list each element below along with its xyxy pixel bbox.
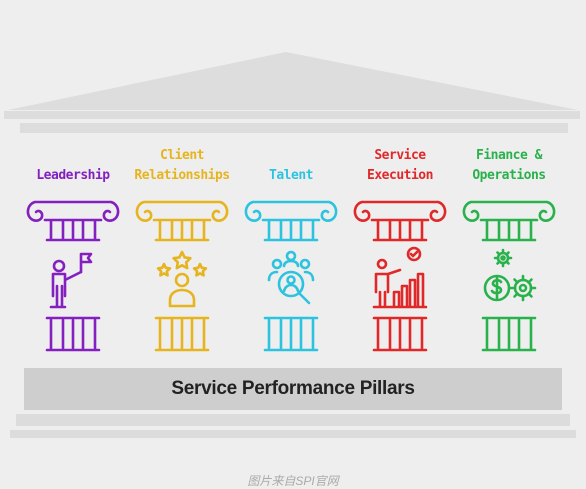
pillar-title-line-2: Operations xyxy=(472,168,546,183)
pillar-art xyxy=(26,200,120,352)
roof-pediment xyxy=(8,52,578,110)
growth-chart-icon xyxy=(372,246,428,309)
pillar-title-line-2: Execution xyxy=(367,168,433,183)
pillar-title-line-1: Service xyxy=(374,148,426,163)
pillar-title: Talent xyxy=(235,140,347,186)
pillar-title-line-1: Finance & xyxy=(476,148,542,163)
pillar-art xyxy=(462,200,556,352)
pillar-title-line-2: Relationships xyxy=(134,168,230,183)
people-search-icon xyxy=(267,250,315,305)
roof-cornice xyxy=(4,111,580,119)
foundation-banner: Service Performance Pillars xyxy=(24,368,562,410)
pillar-title: Service Execution xyxy=(344,140,456,186)
column-base xyxy=(45,316,101,352)
pillar-art xyxy=(135,200,229,352)
person-with-flag-icon xyxy=(49,252,93,309)
column-capital xyxy=(353,200,447,242)
pillar-title-line-2: Talent xyxy=(269,168,313,183)
pillar-title: Client Relationships xyxy=(126,140,238,186)
column-base xyxy=(372,316,428,352)
column-base xyxy=(481,316,537,352)
person-with-stars-icon xyxy=(156,250,208,308)
pillar-art xyxy=(353,200,447,352)
watermark-caption: 图片来自SPI官网 xyxy=(247,474,339,488)
foundation-label: Service Performance Pillars xyxy=(171,378,415,399)
pillar-title: Finance & Operations xyxy=(453,140,565,186)
pillar-title: Leadership xyxy=(17,140,129,186)
column-capital xyxy=(26,200,120,242)
column-base xyxy=(154,316,210,352)
column-base xyxy=(263,316,319,352)
column-capital xyxy=(135,200,229,242)
pillar-title-line-2: Leadership xyxy=(36,168,110,183)
roof-architrave xyxy=(20,123,568,133)
dollar-gears-icon xyxy=(483,248,537,302)
pillar-art xyxy=(244,200,338,352)
roof xyxy=(4,52,580,133)
foundation-step-1 xyxy=(16,414,570,426)
column-capital xyxy=(244,200,338,242)
foundation-step-2 xyxy=(10,430,576,438)
pillar-title-line-1: Client xyxy=(160,148,204,163)
column-capital xyxy=(462,200,556,242)
